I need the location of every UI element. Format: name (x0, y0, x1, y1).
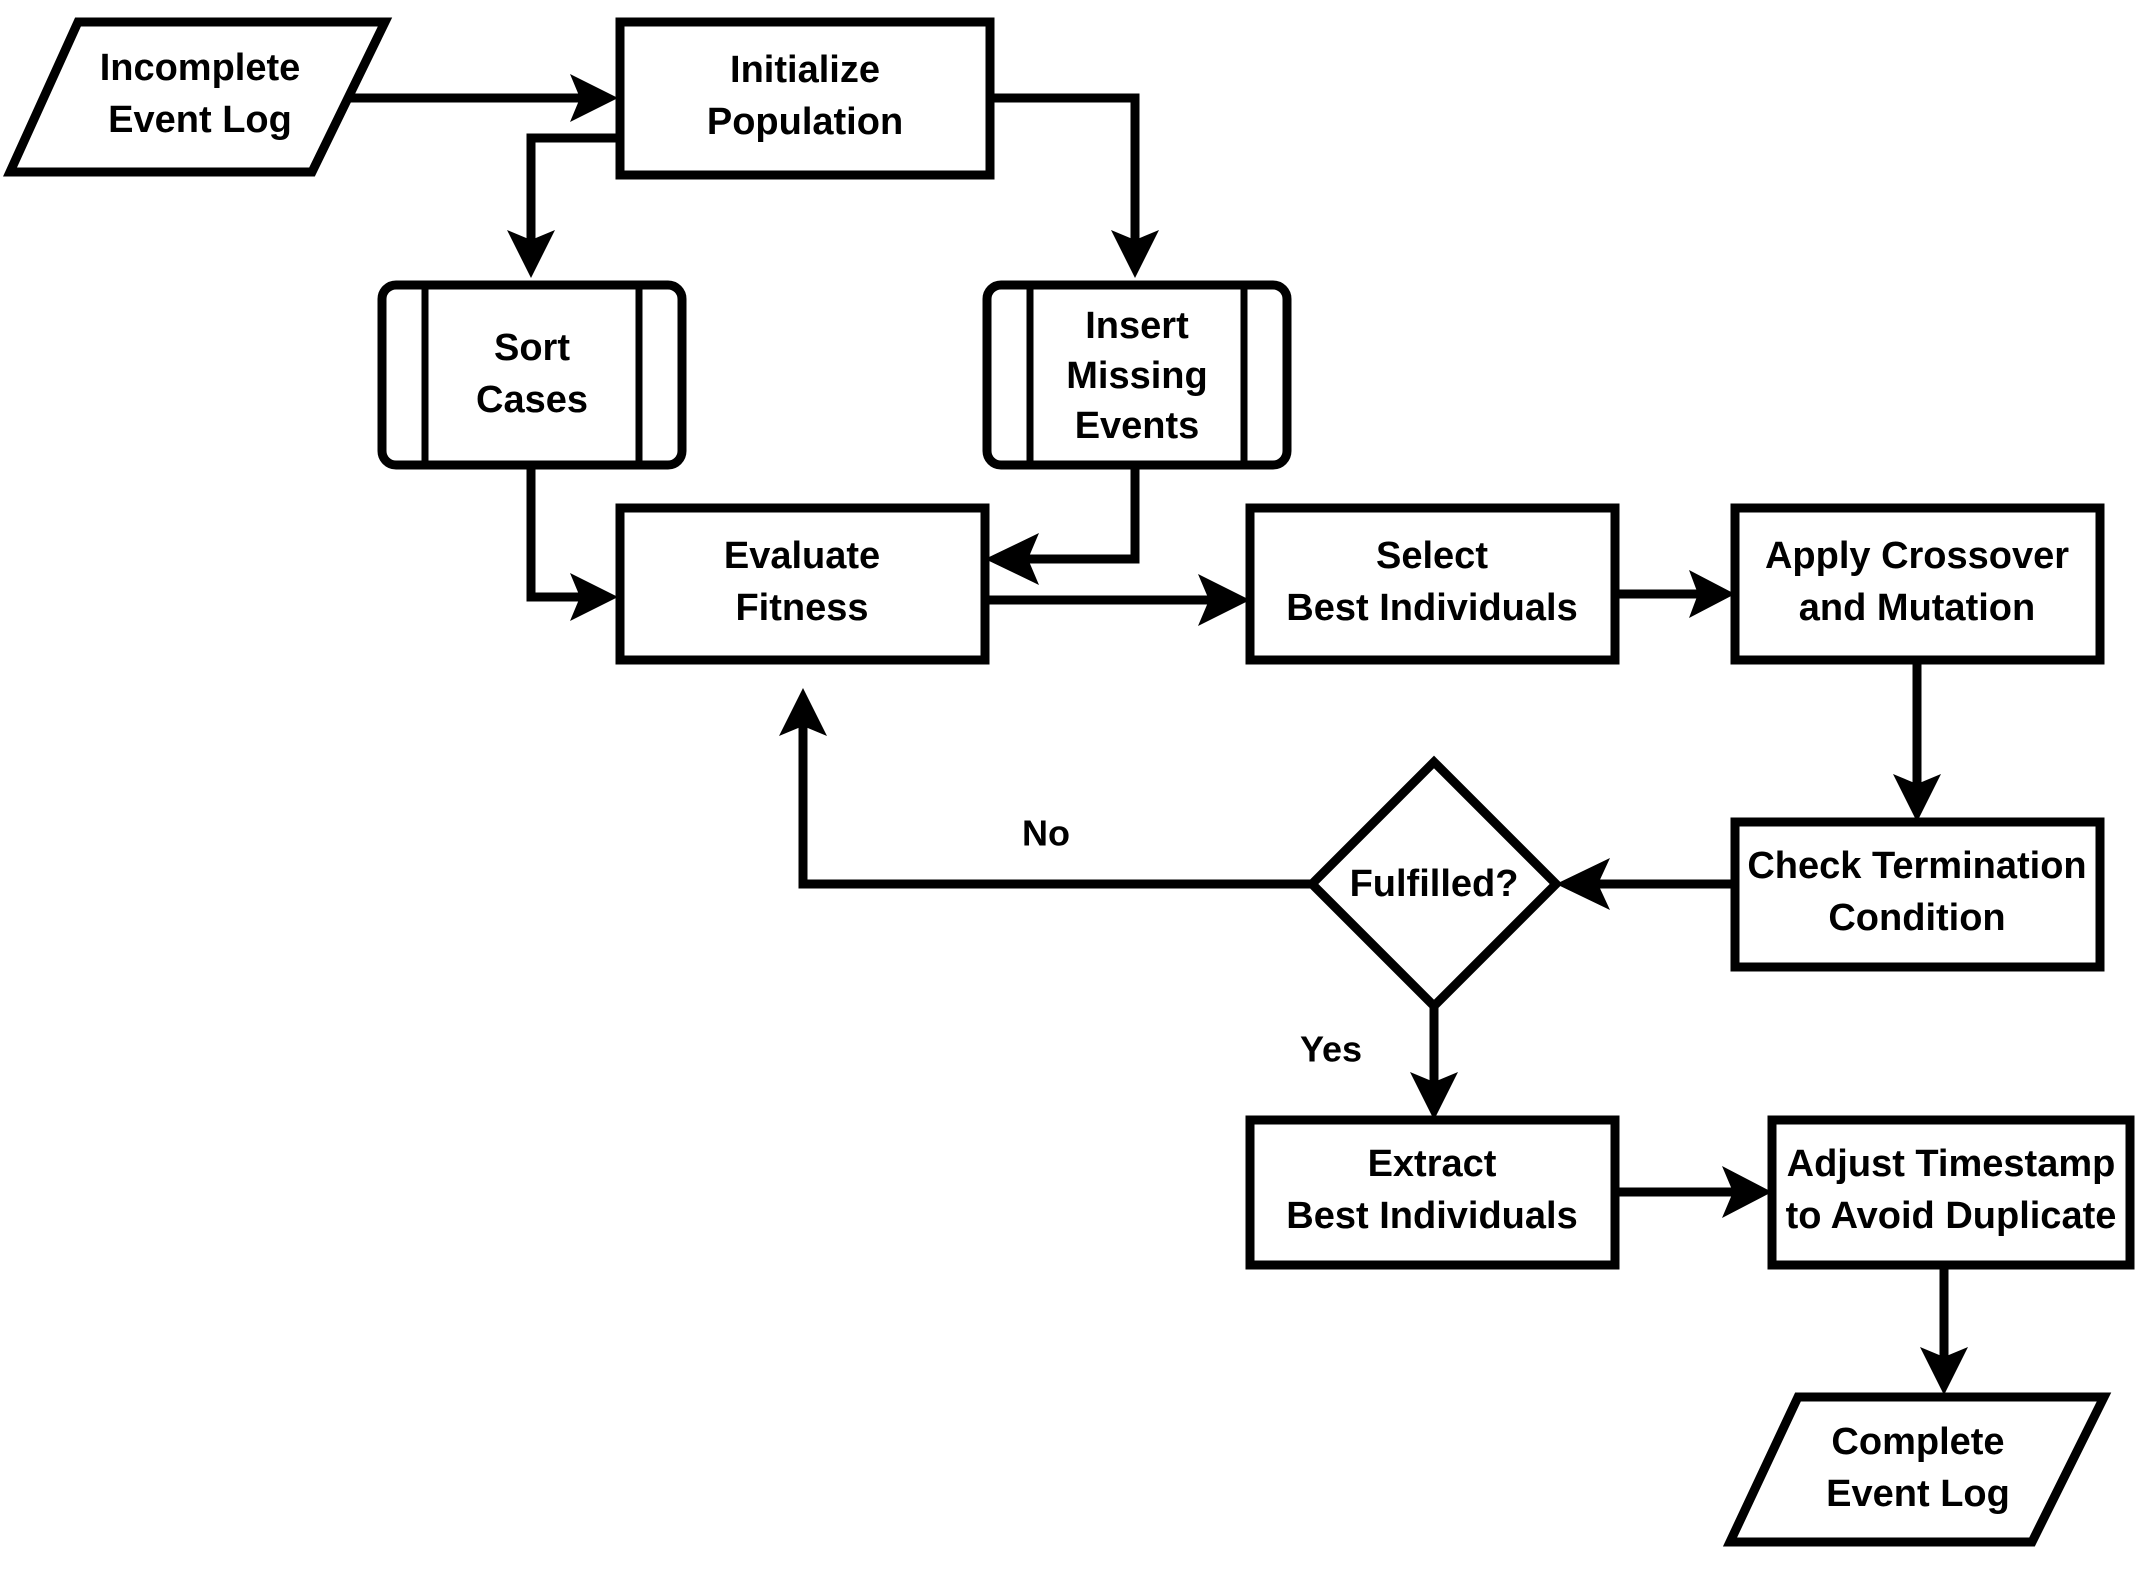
edge-fulfilled-no-to-evaluate-fitness (779, 688, 1315, 889)
edge-insert-missing-events-to-evaluate-fitness (985, 465, 1140, 585)
edge-initialize-to-insert-missing-events (990, 93, 1159, 278)
insert-missing-events-label-line1: Insert (1085, 305, 1189, 347)
sort-cases-label-line2: Cases (476, 379, 588, 421)
extract-best-individuals-label-line2: Best Individuals (1286, 1195, 1577, 1237)
evaluate-fitness-label-line1: Evaluate (724, 535, 880, 577)
node-apply-crossover-and-mutation[interactable]: Apply Crossover and Mutation (1730, 503, 2105, 665)
edge-evaluate-fitness-to-select-best (985, 574, 1250, 626)
complete-event-log-label-line2: Event Log (1826, 1473, 2010, 1515)
edge-apply-crossover-to-check-termination (1893, 660, 1941, 822)
evaluate-fitness-label-line2: Fitness (735, 587, 868, 629)
edge-label-no: No (1022, 813, 1070, 854)
node-extract-best-individuals[interactable]: Extract Best Individuals (1245, 1115, 1620, 1270)
edge-adjust-timestamp-to-complete-log (1920, 1265, 1968, 1395)
extract-best-individuals-label-line1: Extract (1368, 1143, 1497, 1185)
edge-label-yes: Yes (1300, 1029, 1362, 1070)
initialize-population-label-line2: Population (707, 101, 903, 143)
edge-fulfilled-yes-to-extract-best (1410, 1006, 1458, 1120)
adjust-timestamp-label-line1: Adjust Timestamp (1787, 1143, 2116, 1185)
incomplete-event-log-label-line2: Event Log (108, 99, 292, 141)
initialize-population-label-line1: Initialize (730, 49, 880, 91)
apply-crossover-label-line2: and Mutation (1799, 587, 2035, 629)
node-complete-event-log[interactable]: Complete Event Log (1722, 1392, 2112, 1547)
node-adjust-timestamp[interactable]: Adjust Timestamp to Avoid Duplicate (1767, 1115, 2135, 1270)
insert-missing-events-label-line3: Events (1075, 405, 1200, 447)
node-incomplete-event-log[interactable]: Incomplete Event Log (3, 17, 393, 177)
node-check-termination-condition[interactable]: Check Termination Condition (1730, 817, 2105, 972)
apply-crossover-label-line1: Apply Crossover (1765, 535, 2069, 577)
node-sort-cases[interactable]: Sort Cases (377, 280, 687, 470)
edge-select-best-to-apply-crossover (1615, 570, 1735, 618)
node-initialize-population[interactable]: Initialize Population (615, 17, 995, 180)
edge-extract-best-to-adjust-timestamp (1615, 1166, 1772, 1218)
select-best-individuals-label-line2: Best Individuals (1286, 587, 1577, 629)
fulfilled-decision-label: Fulfilled? (1350, 863, 1519, 905)
insert-missing-events-label-line2: Missing (1066, 355, 1207, 397)
adjust-timestamp-label-line2: to Avoid Duplicate (1786, 1195, 2117, 1237)
select-best-individuals-label-line1: Select (1376, 535, 1488, 577)
node-fulfilled-decision[interactable]: Fulfilled? (1305, 755, 1563, 1013)
edge-initialize-to-sort-cases (507, 133, 620, 278)
check-termination-label-line1: Check Termination (1747, 845, 2086, 887)
edge-check-termination-to-fulfilled (1556, 858, 1735, 910)
edge-sort-cases-to-evaluate-fitness (526, 465, 618, 621)
node-select-best-individuals[interactable]: Select Best Individuals (1245, 503, 1620, 665)
node-insert-missing-events[interactable]: Insert Missing Events (982, 280, 1292, 470)
complete-event-log-label-line1: Complete (1831, 1421, 2004, 1463)
check-termination-label-line2: Condition (1828, 897, 2005, 939)
sort-cases-label-line1: Sort (494, 327, 570, 369)
node-evaluate-fitness[interactable]: Evaluate Fitness (615, 503, 990, 665)
incomplete-event-log-label-line1: Incomplete (100, 47, 301, 89)
